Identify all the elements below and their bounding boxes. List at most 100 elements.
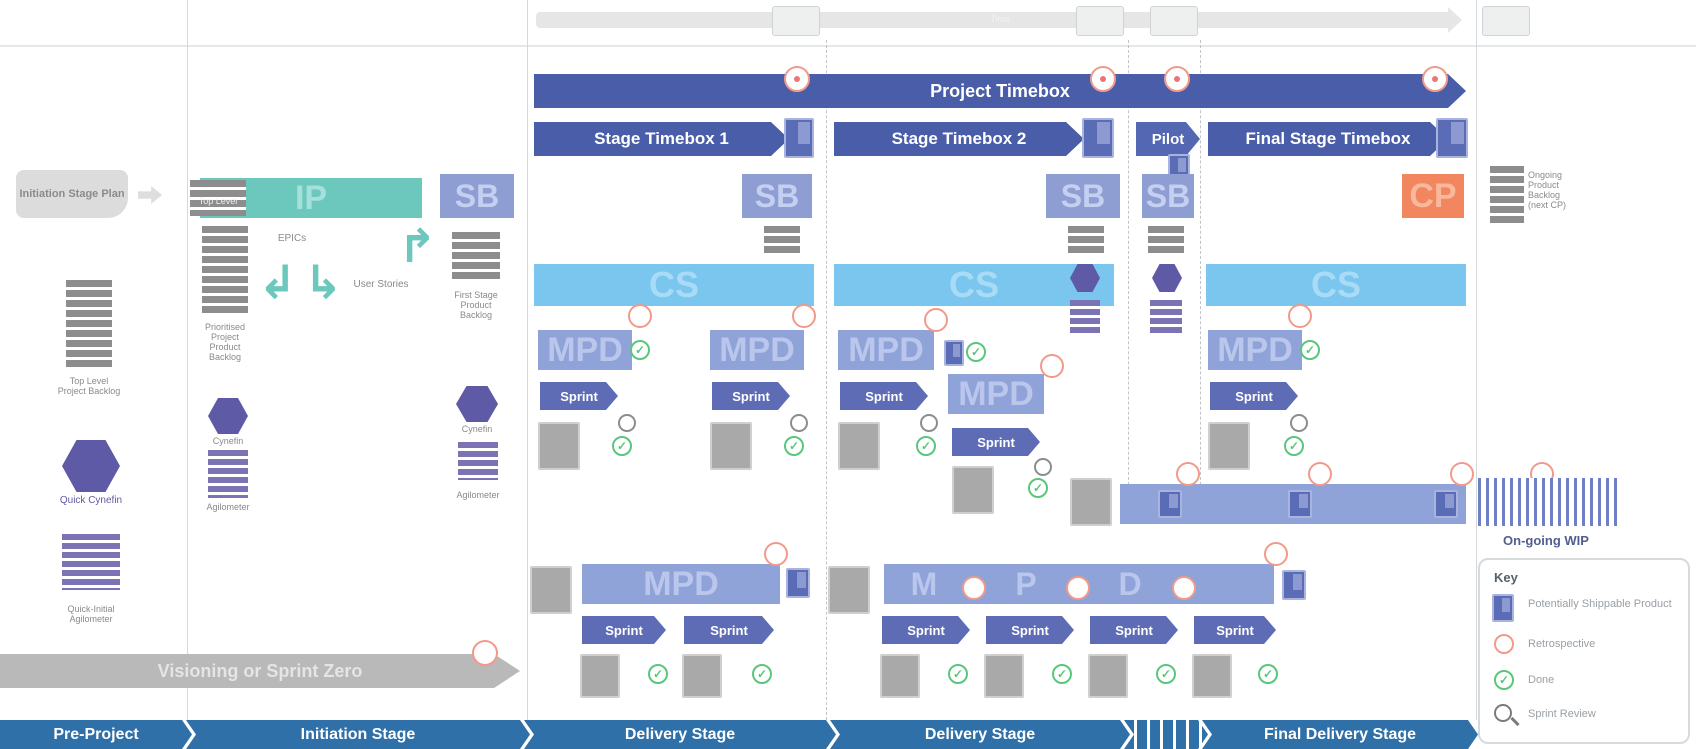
quick-agilometer-icon xyxy=(62,534,120,590)
stage-timebox-2: Stage Timebox 2 xyxy=(834,122,1084,156)
done-icon: ✓ xyxy=(1300,340,1320,360)
stage1-bottom-mpd: MPD xyxy=(582,564,780,604)
time-bar xyxy=(536,12,1451,28)
phase-pre-project: Pre-Project xyxy=(0,720,192,749)
sprint-board-icon xyxy=(984,654,1024,698)
phase-delivery-2: Delivery Stage xyxy=(830,720,1130,749)
epics-arrow-icon: ↲ xyxy=(258,255,297,309)
sprint-board-icon xyxy=(710,422,752,470)
final-mpd: MPD xyxy=(1208,330,1302,370)
initiation-top-level-label: Top Level xyxy=(198,196,238,206)
bottom-sprint-4: Sprint xyxy=(986,616,1074,644)
phase-delivery-1: Delivery Stage xyxy=(524,720,836,749)
done-icon: ✓ xyxy=(648,664,668,684)
sprint-board-icon xyxy=(682,654,722,698)
final-sprint: Sprint xyxy=(1210,382,1298,410)
stories-arrow-icon: ↳ xyxy=(304,255,343,309)
separator-stage2 xyxy=(826,40,827,720)
done-icon: ✓ xyxy=(966,342,986,362)
stage1-sprint-a: Sprint xyxy=(540,382,618,410)
separator-initiation xyxy=(187,0,188,720)
initiation-agilometer-label: Agilometer xyxy=(206,502,250,512)
stage2-bottom-d: D xyxy=(1118,566,1142,602)
stage2-bottom-p: P xyxy=(1015,566,1037,602)
cube-icon xyxy=(1288,490,1312,518)
bottom-sprint-6: Sprint xyxy=(1194,616,1276,644)
retrospective-icon xyxy=(1040,354,1064,378)
initiation-cynefin2-label: Cynefin xyxy=(461,424,493,434)
done-icon: ✓ xyxy=(630,340,650,360)
retrospective-icon xyxy=(764,542,788,566)
key-label-retrospective: Retrospective xyxy=(1528,638,1596,650)
project-retrospective-icon xyxy=(1422,66,1448,92)
sprint-review-icon xyxy=(790,414,808,432)
top-level-backlog-label: Top Level Project Backlog xyxy=(57,376,121,396)
quick-agilometer-label: Quick-Initial Agilometer xyxy=(67,604,115,624)
stage2-bottom-m: M xyxy=(910,566,938,602)
sprint-board-icon xyxy=(1088,654,1128,698)
ongoing-backlog-label: Ongoing Product Backlog (next CP) xyxy=(1528,170,1567,210)
retrospective-icon xyxy=(1264,542,1288,566)
stage-timebox-1: Stage Timebox 1 xyxy=(534,122,789,156)
initiation-agilometer-icon xyxy=(208,450,248,498)
bottom-sprint-2: Sprint xyxy=(684,616,774,644)
final-cube-icon xyxy=(1436,118,1468,158)
user-stories-label: User Stories xyxy=(353,279,409,290)
top-level-backlog-icon xyxy=(66,280,112,370)
stage2-bottom-board-icon xyxy=(828,566,870,614)
first-stage-backlog-icon xyxy=(452,232,500,282)
cube-icon xyxy=(944,340,964,366)
retrospective-icon xyxy=(962,576,986,600)
key-label-sprint-review: Sprint Review xyxy=(1528,708,1596,720)
stage2-backlog-icon xyxy=(1068,226,1104,256)
stage1-cs: CS xyxy=(534,264,814,306)
epics-label: EPICs xyxy=(277,233,307,244)
sprint-board-icon xyxy=(1192,654,1232,698)
stage2-cube-icon xyxy=(1082,118,1114,158)
project-retrospective-icon xyxy=(1090,66,1116,92)
initiation-sb: SB xyxy=(440,174,514,218)
timeline-marker xyxy=(772,6,820,36)
cube-icon xyxy=(1282,570,1306,600)
pilot-sb: SB xyxy=(1142,174,1194,218)
bottom-sprint-3: Sprint xyxy=(882,616,970,644)
ongoing-wip-icon xyxy=(1478,478,1618,526)
retrospective-icon xyxy=(1176,462,1200,486)
timeline-marker xyxy=(1482,6,1530,36)
final-cp: CP xyxy=(1402,174,1464,218)
quick-cynefin-label: Quick Cynefin xyxy=(59,495,123,506)
ongoing-wip-label: On-going WIP xyxy=(1503,532,1589,548)
key-sprint-review-icon xyxy=(1494,704,1512,722)
phase-final-delivery: Final Delivery Stage xyxy=(1202,720,1478,749)
stage2-cs: CS xyxy=(834,264,1114,306)
project-retrospective-icon xyxy=(1164,66,1190,92)
phase-chevrons xyxy=(1124,720,1208,749)
timeline-marker xyxy=(1150,6,1198,36)
stage1-cube-icon xyxy=(784,118,814,158)
initiation-cynefin2-icon xyxy=(456,386,498,422)
initiation-stage-plan: Initiation Stage Plan xyxy=(16,170,128,218)
retrospective-icon xyxy=(1288,304,1312,328)
retrospective-icon xyxy=(1172,576,1196,600)
sprint-board-icon xyxy=(538,422,580,470)
stage1-sprint-b: Sprint xyxy=(712,382,790,410)
key-panel xyxy=(1478,558,1690,744)
stage1-backlog-icon xyxy=(764,226,800,256)
retrospective-icon xyxy=(628,304,652,328)
separator-pilot xyxy=(1128,40,1129,510)
bottom-sprint-5: Sprint xyxy=(1090,616,1178,644)
stage1-mpd-a: MPD xyxy=(538,330,632,370)
done-icon: ✓ xyxy=(1052,664,1072,684)
project-retrospective-icon xyxy=(784,66,810,92)
done-icon: ✓ xyxy=(612,436,632,456)
cube-icon xyxy=(1158,490,1182,518)
retrospective-icon xyxy=(792,304,816,328)
pilot-cynefin-icon xyxy=(1152,264,1182,292)
phase-initiation: Initiation Stage xyxy=(186,720,530,749)
done-icon: ✓ xyxy=(916,436,936,456)
top-divider xyxy=(0,45,1696,47)
prioritised-backlog-label: Prioritised Project Product Backlog xyxy=(204,322,245,362)
final-cs: CS xyxy=(1206,264,1466,306)
stage2-sprint-b: Sprint xyxy=(952,428,1040,456)
initiation-cynefin-icon xyxy=(208,398,248,434)
